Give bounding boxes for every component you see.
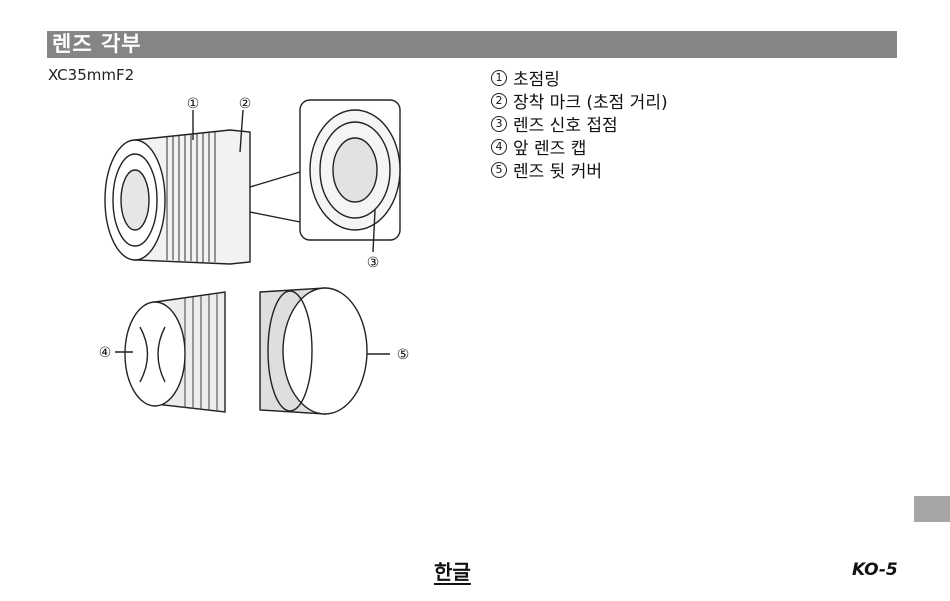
item-label: 앞 렌즈 캡 <box>513 139 587 159</box>
page-number: KO-5 <box>852 560 898 580</box>
lens-body-drawing <box>104 109 251 265</box>
item-number-circle: 5 <box>491 161 507 178</box>
item-number-circle: 3 <box>491 115 507 132</box>
list-item: 1 초점링 <box>491 66 668 90</box>
mount-contacts-inset <box>249 99 401 253</box>
item-number-circle: 2 <box>491 92 507 109</box>
item-number-circle: 1 <box>491 69 507 86</box>
list-item: 4 앞 렌즈 캡 <box>491 135 668 159</box>
item-label: 렌즈 신호 접점 <box>513 116 618 136</box>
lens-model-label: XC35mmF2 <box>48 66 135 84</box>
item-label: 장착 마크 (초점 거리) <box>513 93 668 113</box>
list-item: 3 렌즈 신호 접점 <box>491 112 668 136</box>
list-item: 5 렌즈 뒷 커버 <box>491 158 668 182</box>
section-header-bar: 렌즈 각부 <box>47 31 897 58</box>
parts-list: 1 초점링 2 장착 마크 (초점 거리) 3 렌즈 신호 접점 4 앞 렌즈 … <box>491 66 668 182</box>
front-cap-drawing <box>115 291 226 413</box>
callout-5: ⑤ <box>397 347 410 363</box>
item-label: 렌즈 뒷 커버 <box>513 162 603 182</box>
callout-3: ③ <box>367 255 380 271</box>
list-item: 2 장착 마크 (초점 거리) <box>491 89 668 113</box>
callout-2: ② <box>239 96 252 112</box>
rear-cover-drawing <box>259 287 390 415</box>
item-number-circle: 4 <box>491 138 507 155</box>
callout-1: ① <box>187 96 200 112</box>
item-label: 초점링 <box>513 70 560 90</box>
section-title: 렌즈 각부 <box>52 32 142 56</box>
language-side-tab <box>914 496 950 522</box>
callout-4: ④ <box>99 345 112 361</box>
lens-parts-illustration: ① ② ③ ④ ⑤ <box>99 96 410 415</box>
footer-language-label: 한글 <box>434 560 471 584</box>
